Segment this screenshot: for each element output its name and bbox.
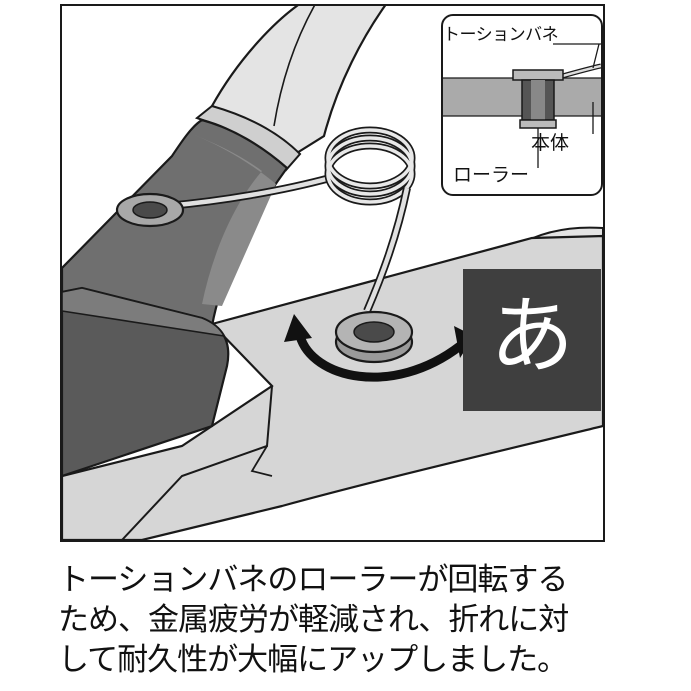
leader-spring-down (592, 43, 600, 69)
torsion-spring-label: トーションバネ (443, 25, 559, 45)
inset-illustration (443, 43, 601, 168)
detail-inset: トーションバネ 本体 ローラー (441, 14, 603, 196)
roller-label: ローラー (453, 164, 530, 186)
blade-edge-line (121, 385, 273, 540)
spring-wire-left-fill (166, 175, 331, 209)
nipper-spring-illustration (62, 6, 603, 540)
rotation-arrow-head-left (284, 314, 312, 342)
upper-handle-grip-inner (273, 6, 316, 127)
blade-notch (250, 445, 273, 477)
tool-illustration-frame: トーションバネ 本体 ローラー あ (60, 4, 605, 542)
feature-caption: トーションバネのローラーが回転する ため、金属疲労が軽減され、折れに対 して耐久… (58, 560, 618, 680)
body-label: 本体 (531, 132, 570, 154)
kana-badge-character: あ (489, 287, 574, 385)
spring-left-eye-hole (132, 201, 168, 219)
lower-jaw-top (62, 287, 226, 338)
upper-arm-highlight (192, 134, 276, 306)
rotation-arrow (295, 331, 465, 382)
inset-roller-cap-top (512, 69, 564, 81)
spring-coil (324, 126, 416, 206)
roller-hole (353, 321, 395, 343)
kana-badge: あ (463, 269, 601, 411)
caption-line-1: トーションバネのローラーが回転する (58, 562, 568, 598)
caption-line-3: して耐久性が大幅にアップしました。 (58, 642, 568, 678)
caption-line-2: ため、金属疲労が軽減され、折れに対 (58, 602, 569, 638)
spring-coil-fill (326, 128, 414, 204)
spring-wire-right-fill (364, 187, 410, 312)
inset-roller-cap-bottom (519, 119, 557, 129)
inset-roller-core (531, 80, 545, 120)
